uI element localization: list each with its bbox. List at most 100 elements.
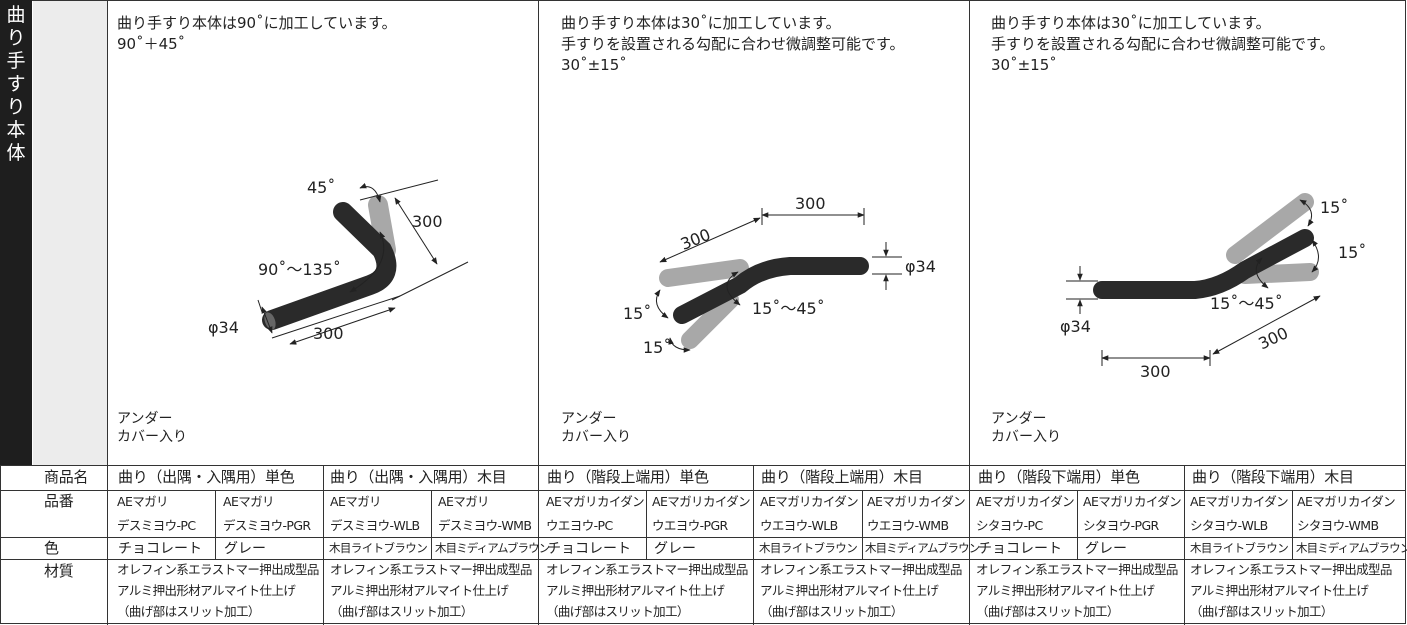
color-cell: 木目ミディアムブラウン <box>435 541 550 555</box>
product-name-cell: 曲り（階段下端用）単色 <box>978 468 1140 486</box>
product-name-cell: 曲り（出隅・入隅用）単色 <box>118 468 295 486</box>
panel2-length2-label: 300 <box>795 194 826 213</box>
material-line: オレフィン系エラストマー押出成型品 <box>330 562 532 577</box>
material-line: （曲げ部はスリット加工） <box>546 604 689 619</box>
part-number-line: ウエヨウ-PC <box>546 518 613 533</box>
part-number-line: シタヨウ-PC <box>976 518 1043 533</box>
part-number-line: ウエヨウ-PGR <box>652 518 728 533</box>
material-line: （曲げ部はスリット加工） <box>117 604 260 619</box>
panel1-length1-label: 300 <box>412 212 443 231</box>
panel3-dia-label: φ34 <box>1060 317 1091 336</box>
part-number-line: AEマガリカイダン <box>652 494 751 509</box>
material-line: オレフィン系エラストマー押出成型品 <box>1190 562 1392 577</box>
panel1-drawing: 45˚ 300 90˚～135˚ φ34 300 <box>208 178 469 345</box>
material-line: オレフィン系エラストマー押出成型品 <box>546 562 748 577</box>
panel3-under-label: アンダー <box>991 411 1047 427</box>
part-number-line: シタヨウ-WMB <box>1297 518 1379 533</box>
panel2-dia-label: φ34 <box>905 257 936 276</box>
part-number-line: シタヨウ-PGR <box>1083 518 1159 533</box>
color-cell: チョコレート <box>118 541 202 557</box>
color-cell: グレー <box>1085 541 1127 557</box>
row-label-color: 色 <box>44 539 59 557</box>
panel1-length2-label: 300 <box>313 324 344 343</box>
product-name-cell: 曲り（出隅・入隅用）木目 <box>330 468 507 486</box>
side-char: 体 <box>6 142 26 164</box>
side-char: り <box>6 96 26 118</box>
side-char: す <box>6 73 26 95</box>
side-char: 本 <box>6 119 26 141</box>
material-line: オレフィン系エラストマー押出成型品 <box>760 562 962 577</box>
color-cell: グレー <box>654 541 696 557</box>
row-label-product-name: 商品名 <box>44 468 89 486</box>
material-line: （曲げ部はスリット加工） <box>976 604 1119 619</box>
part-number-line: デスミヨウ-WLB <box>330 518 420 533</box>
panel2-angle1-label: 15˚ <box>623 304 651 323</box>
product-name-cell: 曲り（階段下端用）木目 <box>1192 468 1354 486</box>
panel3-angle2-label: 15˚ <box>1338 243 1366 262</box>
color-cell: 木目ミディアムブラウン <box>865 541 980 555</box>
part-number-line: デスミヨウ-PC <box>117 518 196 533</box>
part-number-line: シタヨウ-WLB <box>1190 518 1268 533</box>
panel2-desc-line: 30˚±15˚ <box>561 56 627 74</box>
side-char: 曲 <box>6 4 26 26</box>
panel3-range-label: 15˚～45˚ <box>1210 294 1283 313</box>
color-cell: チョコレート <box>547 541 631 557</box>
panel3-under-label: カバー入り <box>991 429 1061 445</box>
side-label-bar: 曲 り 手 す り 本 体 <box>0 0 32 465</box>
material-line: アルミ押出形材アルマイト仕上げ <box>117 583 296 598</box>
panel2-under-label: カバー入り <box>561 429 631 445</box>
panel2-desc-line: 手すりを設置される勾配に合わせ微調整可能です。 <box>561 35 905 53</box>
part-number-line: AEマガリカイダン <box>1190 494 1289 509</box>
handrail-illustrations: 45˚ 300 90˚～135˚ φ34 300 <box>208 178 1366 381</box>
part-number-line: AEマガリカイダン <box>867 494 966 509</box>
panel1-range-label: 90˚～135˚ <box>258 260 341 279</box>
part-number-line: AEマガリ <box>223 494 275 509</box>
panel3-drawing: 15˚ 15˚ 15˚～45˚ φ34 300 300 <box>1060 193 1366 381</box>
panel3-desc-line: 手すりを設置される勾配に合わせ微調整可能です。 <box>991 35 1335 53</box>
part-number-line: ウエヨウ-WMB <box>867 518 949 533</box>
color-cell: 木目ライトブラウン <box>1190 541 1289 555</box>
material-line: アルミ押出形材アルマイト仕上げ <box>1190 583 1369 598</box>
panel2-under-label: アンダー <box>561 411 617 427</box>
material-line: アルミ押出形材アルマイト仕上げ <box>976 583 1155 598</box>
panel1-desc-line: 90˚＋45˚ <box>117 35 186 53</box>
part-number-line: AEマガリカイダン <box>1297 494 1396 509</box>
part-number-line: AEマガリ <box>117 494 169 509</box>
panel1-desc-line: 曲り手すり本体は90˚に加工しています。 <box>117 14 397 32</box>
part-number-line: AEマガリカイダン <box>760 494 859 509</box>
panel2-desc-line: 曲り手すり本体は30˚に加工しています。 <box>561 14 841 32</box>
color-cell: グレー <box>224 541 266 557</box>
panel1-angle1-label: 45˚ <box>307 178 335 197</box>
part-number-line: デスミヨウ-WMB <box>438 518 532 533</box>
panel2-drawing: 300 300 φ34 15˚ 15˚～45˚ 15˚ <box>623 194 936 357</box>
part-number-line: デスミヨウ-PGR <box>223 518 311 533</box>
color-cell: 木目ミディアムブラウン <box>1296 541 1407 555</box>
panel1-dia-label: φ34 <box>208 318 239 337</box>
material-line: （曲げ部はスリット加工） <box>1190 604 1333 619</box>
row-label-part-number: 品番 <box>44 492 74 510</box>
material-line: アルミ押出形材アルマイト仕上げ <box>330 583 509 598</box>
part-number-line: AEマガリカイダン <box>976 494 1075 509</box>
panel2-angle2-label: 15˚ <box>643 338 671 357</box>
side-char: 手 <box>6 50 26 72</box>
material-line: アルミ押出形材アルマイト仕上げ <box>546 583 725 598</box>
material-line: アルミ押出形材アルマイト仕上げ <box>760 583 939 598</box>
color-cell: チョコレート <box>978 541 1062 557</box>
side-char: り <box>6 27 26 49</box>
product-name-cell: 曲り（階段上端用）木目 <box>761 468 923 486</box>
panel1-under-label: アンダー <box>117 411 173 427</box>
row-label-material: 材質 <box>44 562 74 580</box>
part-number-line: AEマガリ <box>330 494 382 509</box>
part-number-line: AEマガリ <box>438 494 490 509</box>
part-number-line: AEマガリカイダン <box>546 494 645 509</box>
product-name-cell: 曲り（階段上端用）単色 <box>547 468 709 486</box>
panel2-range-label: 15˚～45˚ <box>752 299 825 318</box>
panel3-length1-label: 300 <box>1140 362 1171 381</box>
material-line: オレフィン系エラストマー押出成型品 <box>117 562 319 577</box>
material-line: （曲げ部はスリット加工） <box>760 604 903 619</box>
material-line: （曲げ部はスリット加工） <box>330 604 473 619</box>
panel3-desc-line: 30˚±15˚ <box>991 56 1057 74</box>
panel1-under-label: カバー入り <box>117 429 187 445</box>
